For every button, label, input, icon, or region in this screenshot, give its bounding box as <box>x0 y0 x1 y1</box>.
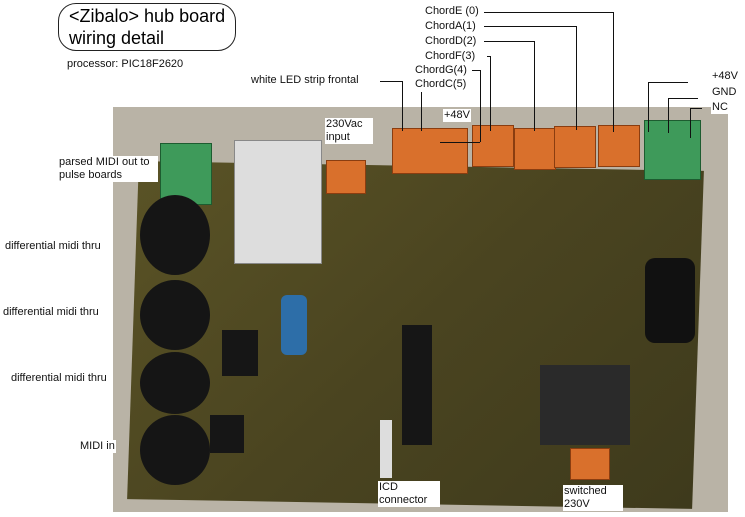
leader-line <box>534 41 535 131</box>
label-diff-thru-1: differential midi thru <box>4 240 102 253</box>
leader-line <box>484 26 576 27</box>
leader-line <box>648 82 649 132</box>
leader-line <box>576 26 577 130</box>
label-48v-mid: +48V <box>443 109 471 122</box>
leader-line <box>668 98 669 133</box>
label-diff-thru-2: differential midi thru <box>2 306 100 319</box>
ic-chip <box>222 330 258 376</box>
leader-line <box>690 108 702 109</box>
relay <box>540 365 630 445</box>
midi-thru-jack-3 <box>140 352 210 414</box>
label-48v-right: +48V <box>711 70 739 83</box>
capacitor <box>281 295 307 355</box>
chord-d-terminal <box>514 128 556 170</box>
title-line-2: wiring detail <box>69 28 165 48</box>
ic-chip-2 <box>210 415 244 453</box>
label-switched: switched 230V <box>563 485 623 511</box>
label-chord-a: ChordA(1) <box>424 20 477 33</box>
label-gnd: GND <box>711 86 738 99</box>
label-icd: ICD connector <box>378 481 440 507</box>
label-midi-in: MIDI in <box>79 440 116 453</box>
processor-chip <box>402 325 432 445</box>
leader-line <box>472 70 480 71</box>
leader-line <box>490 56 491 131</box>
label-chord-g: ChordG(4) <box>414 64 468 77</box>
power-supply-module <box>234 140 322 264</box>
label-diff-thru-3: differential midi thru <box>10 372 108 385</box>
ac-input-connector <box>326 160 366 194</box>
label-chord-d: ChordD(2) <box>424 35 478 48</box>
label-parsed-midi: parsed MIDI out to pulse boards <box>58 156 158 182</box>
label-chord-e: ChordE (0) <box>424 5 480 18</box>
midi-out-terminal <box>160 143 212 205</box>
chord-f-terminal <box>472 125 514 167</box>
midi-thru-jack-1 <box>140 195 210 275</box>
diagram-title: <Zibalo> hub board wiring detail <box>58 3 237 51</box>
processor-label: processor: PIC18F2620 <box>66 58 185 71</box>
label-chord-c: ChordC(5) <box>414 78 468 91</box>
leader-line <box>484 12 614 13</box>
large-capacitor <box>645 258 695 343</box>
power-terminal <box>644 120 701 180</box>
midi-thru-jack-2 <box>140 280 210 350</box>
leader-line <box>613 12 614 132</box>
led-terminals <box>392 128 468 174</box>
leader-line <box>487 56 491 57</box>
label-nc: NC <box>711 101 729 114</box>
icd-connector <box>380 420 392 478</box>
title-line-1: <Zibalo> hub board <box>69 6 226 26</box>
leader-line <box>402 81 403 131</box>
leader-line <box>440 142 480 143</box>
label-white-led: white LED strip frontal <box>250 74 360 87</box>
label-ac-input: 230Vac input <box>325 118 373 144</box>
leader-line <box>480 70 481 142</box>
midi-in-jack <box>140 415 210 485</box>
switched-output-connector <box>570 448 610 480</box>
leader-line <box>648 82 688 83</box>
leader-line <box>484 41 535 42</box>
leader-line <box>421 92 422 131</box>
leader-line <box>690 108 691 138</box>
chord-e-terminal <box>598 125 640 167</box>
chord-a-terminal <box>554 126 596 168</box>
leader-line <box>668 98 698 99</box>
leader-line <box>380 81 402 82</box>
label-chord-f: ChordF(3) <box>424 50 477 63</box>
